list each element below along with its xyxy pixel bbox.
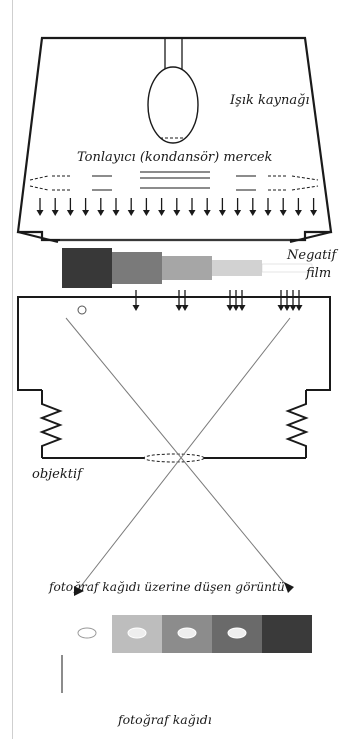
light-rays-arrows [36,198,318,216]
transmitted-light-arrows [132,290,303,311]
transmitted-arrow-head [283,305,291,311]
light-ray-arrow-head [158,210,166,216]
negative-tone-step [162,256,212,280]
light-ray-arrow-head [66,210,74,216]
light-ray-arrow-head [173,210,181,216]
label-photo-paper: fotoğraf kağıdı [118,712,212,727]
condenser-lens [29,171,319,191]
label-negative-film-line1: Negatif [287,248,337,263]
beam-left-to-right [65,317,291,591]
transmitted-arrow-head [132,305,140,311]
light-ray-arrow-head [97,210,105,216]
light-ray-arrow-head [279,210,287,216]
photo-paper-strip [62,615,312,653]
label-objective: objektif [32,467,82,482]
transmitted-arrow-head [238,305,246,311]
negative-tone-step [261,263,313,273]
bellows-zigzag-left [39,390,63,458]
tone-marker-icon [227,627,247,639]
paper-tone-step [262,615,312,653]
label-light-source: Işık kaynağı [230,93,310,108]
transmitted-arrow-head [181,305,189,311]
tone-marker-icon [77,627,97,639]
objective-lens [143,453,205,463]
transmitted-arrow-head [232,305,240,311]
light-ray-arrow-head [112,210,120,216]
light-ray-arrow-head [310,210,318,216]
light-ray-arrow-head [127,210,135,216]
light-ray-arrow-head [51,210,59,216]
light-ray-arrow-head [82,210,90,216]
bellows-body-left [17,296,42,391]
film-gate-left [17,231,59,243]
light-bulb-icon [147,66,199,144]
film-gate-right [289,231,332,243]
label-projected-image: fotoğraf kağıdı üzerine düşen görüntü [49,580,285,594]
light-ray-arrow-head [142,210,150,216]
label-negative-film-line2: film [306,266,332,281]
transmitted-arrow-head [226,305,234,311]
light-ray-arrow-head [234,210,242,216]
beam-arrowhead-left [74,586,84,596]
transmitted-arrow-head [295,305,303,311]
light-ray-arrow-head [203,210,211,216]
tone-marker-icon [127,627,147,639]
negative-tone-step [62,248,112,288]
label-condenser-lens: Tonlayıcı (kondansör) mercek [77,150,273,165]
beam-right-to-left [77,317,291,591]
light-ray-arrow-head [294,210,302,216]
negative-tone-step [112,252,162,284]
transmitted-arrow-head [175,305,183,311]
transmitted-arrow-head [289,305,297,311]
left-border-line [12,0,13,739]
bellows-zigzag-right [285,390,309,458]
tone-marker-icon [177,627,197,639]
transmitted-arrow-head [277,305,285,311]
negative-film-strip [62,248,313,288]
light-ray-arrow-head [218,210,226,216]
light-ray-arrow-head [249,210,257,216]
light-ray-arrow-head [264,210,272,216]
light-ray-arrow-head [188,210,196,216]
bellows-body-right [306,296,331,391]
beam-arrowhead-right [284,582,294,593]
negative-tone-step [212,260,262,276]
light-ray-arrow-head [36,210,44,216]
blocked-light-circle [77,305,87,315]
